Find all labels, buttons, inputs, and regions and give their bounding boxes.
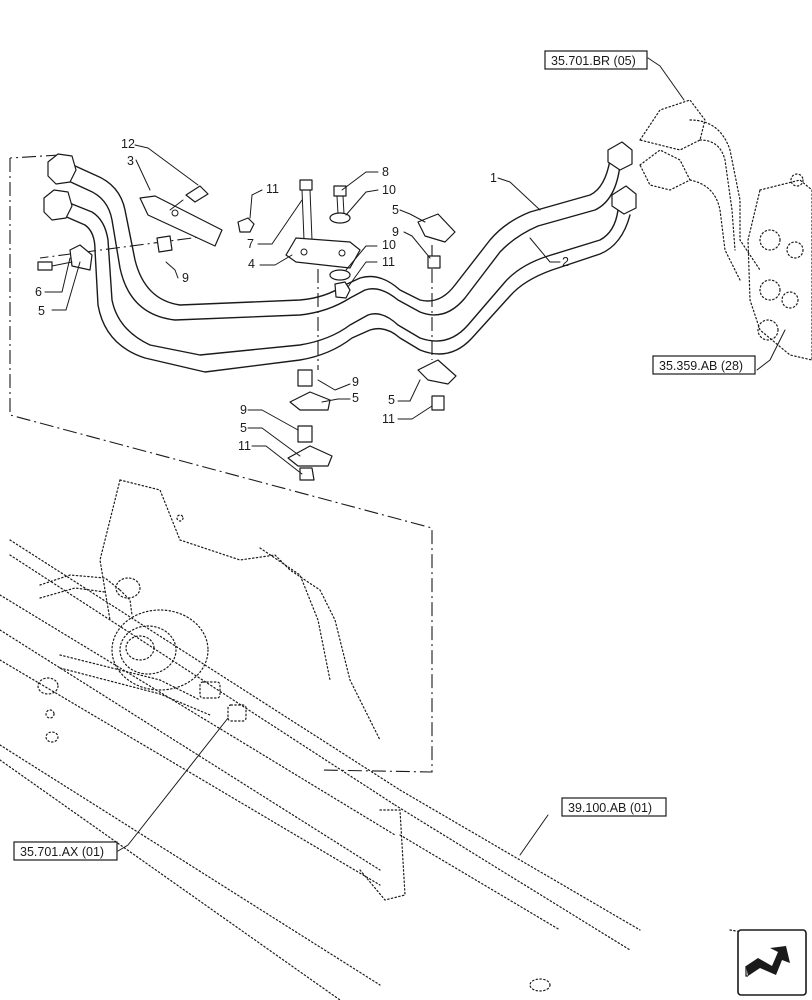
spacer-9-right	[427, 255, 441, 269]
assembly-boundary-top	[9, 154, 61, 159]
callout-11-top: 11	[266, 182, 279, 196]
callout-10-top: 10	[382, 183, 396, 197]
callout-4: 4	[248, 257, 255, 271]
tube-nut-2-left	[43, 189, 73, 221]
clip-5-right	[417, 359, 457, 385]
control-valve-block	[639, 99, 812, 361]
spacer-9-mid	[297, 369, 313, 387]
chassis-frame	[0, 479, 781, 1000]
callout-9-mid: 9	[352, 375, 359, 389]
hydraulic-tube-pair	[43, 141, 637, 373]
washer-10-top	[329, 212, 351, 224]
callout-10-lower: 10	[382, 238, 396, 252]
nut-11-low	[299, 467, 315, 481]
reference-35-701-ax[interactable]: 35.701.AX (01)	[20, 845, 104, 859]
callout-7: 7	[247, 237, 254, 251]
callout-5-low: 5	[240, 421, 247, 435]
nut-11-right	[431, 395, 445, 411]
callout-5-left: 5	[38, 304, 45, 318]
assembly-boundary	[9, 158, 433, 773]
callout-labels: 12 3 11 9 6 5 7 4 8 10 10 11 5 9 1 2 9 5…	[35, 137, 569, 453]
tube-nut-2-right	[611, 185, 637, 215]
bolt-6-head	[37, 261, 53, 271]
tube-nut-1-left	[47, 153, 77, 185]
reference-box-35-359-ab-28[interactable]: 35.359.AB (28)	[652, 355, 756, 375]
hardware-parts	[37, 179, 457, 481]
callout-6: 6	[35, 285, 42, 299]
centerline-clip	[39, 234, 216, 259]
callout-5-top: 5	[392, 203, 399, 217]
spacer-9-left	[156, 235, 173, 253]
tube-nut-1-right	[607, 141, 633, 171]
clip-5-low	[287, 445, 333, 467]
leader-lines	[44, 57, 786, 856]
callout-9-left: 9	[182, 271, 189, 285]
bolt-7-head	[299, 179, 313, 191]
callout-5-mid: 5	[352, 391, 359, 405]
callout-11-mid: 11	[382, 255, 395, 269]
callout-5-right: 5	[388, 393, 395, 407]
clip-5-top	[417, 213, 456, 243]
reference-39-100-ab-01[interactable]: 39.100.AB (01)	[568, 801, 652, 815]
callout-11-right: 11	[382, 412, 395, 426]
clip-5-left	[69, 244, 93, 271]
reference-35-701-br[interactable]: 35.701.BR (05)	[551, 54, 636, 68]
clamp-plate-3	[139, 195, 223, 247]
reference-box-35-701-br[interactable]: 35.701.BR (05)	[544, 50, 648, 70]
reference-box-35-701-ax[interactable]: 35.701.AX (01)	[13, 841, 118, 861]
bolt-8-head	[333, 185, 347, 197]
next-page-arrow-icon[interactable]	[737, 929, 807, 996]
washer-10-lower	[329, 269, 351, 281]
callout-3: 3	[127, 154, 134, 168]
reference-box-39-100-ab-01[interactable]: 39.100.AB (01)	[561, 797, 667, 817]
nut-11-mid	[334, 281, 351, 299]
callout-11-low: 11	[238, 439, 251, 453]
nut-11-top	[237, 217, 255, 233]
callout-8: 8	[382, 165, 389, 179]
callout-1: 1	[490, 171, 497, 185]
clamp-plate-4	[285, 237, 361, 269]
callout-9-right: 9	[392, 225, 399, 239]
callout-2: 2	[562, 255, 569, 269]
spacer-9-low	[297, 425, 313, 443]
reference-35-359-ab-28[interactable]: 35.359.AB (28)	[659, 359, 743, 373]
clip-5-mid	[289, 391, 331, 411]
callout-12: 12	[121, 137, 135, 151]
bolt-12	[185, 185, 209, 203]
callout-9-low: 9	[240, 403, 247, 417]
